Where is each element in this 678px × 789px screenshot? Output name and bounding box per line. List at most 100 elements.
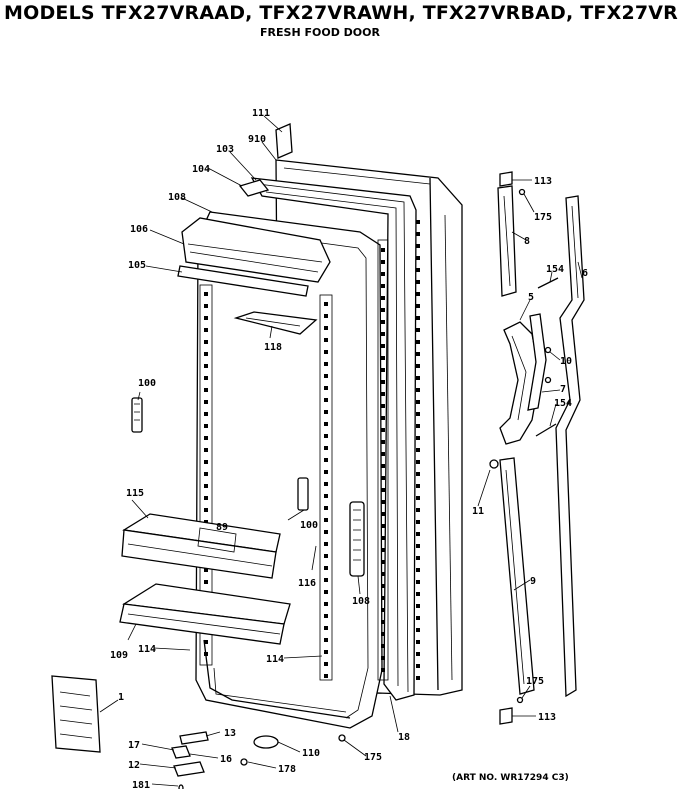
callout-5: 5	[528, 292, 534, 303]
callout-108: 108	[168, 192, 186, 203]
rail-hole	[324, 554, 328, 558]
rail-hole	[416, 436, 420, 440]
feature-label-plate	[51, 675, 101, 753]
rail-hole	[324, 458, 328, 462]
rail-hole	[324, 650, 328, 654]
callout-109: 109	[110, 650, 128, 661]
rail-hole	[381, 656, 385, 660]
handle-lower-trim	[499, 457, 535, 695]
door-handle	[499, 313, 547, 445]
rail-hole	[416, 616, 420, 620]
hinge-hardware	[171, 731, 209, 789]
rail-hole	[416, 676, 420, 680]
callout-113-top: 113	[534, 176, 552, 187]
rail-hole	[416, 292, 420, 296]
handle-long-trim	[555, 195, 585, 698]
callout-11: 11	[472, 506, 484, 517]
rail-hole	[416, 556, 420, 560]
rail-hole	[324, 542, 328, 546]
rail-hole	[324, 362, 328, 366]
callout-181: 181	[132, 780, 150, 789]
rail-hole	[381, 536, 385, 540]
rail-hole	[381, 332, 385, 336]
rail-hole	[204, 424, 208, 428]
rail-hole	[204, 496, 208, 500]
callout-175-bottom: 175	[364, 752, 382, 763]
exploded-parts-diagram: 111 910 103 104 108 106 105 118 100 115 …	[51, 108, 588, 789]
rail-hole	[416, 496, 420, 500]
handle-top-cap	[499, 171, 526, 196]
rail-hole	[324, 530, 328, 534]
callout-113-bottom: 113	[538, 712, 556, 723]
rail-hole	[416, 364, 420, 368]
rail-hole	[416, 472, 420, 476]
rail-hole	[381, 272, 385, 276]
rail-hole	[324, 422, 328, 426]
rail-hole	[416, 628, 420, 632]
clip-part-middle	[297, 477, 309, 511]
callout-104: 104	[192, 164, 210, 175]
rail-hole	[381, 668, 385, 672]
handle-upper-trim	[497, 185, 517, 297]
rail-hole	[204, 484, 208, 488]
callout-175-right: 175	[526, 676, 544, 687]
callout-labels: 111 910 103 104 108 106 105 118 100 115 …	[110, 108, 588, 789]
callout-17: 17	[128, 740, 140, 751]
rail-hole	[204, 448, 208, 452]
rail-hole	[416, 232, 420, 236]
rail-hole	[381, 284, 385, 288]
callout-100-middle: 100	[300, 520, 318, 531]
rail-hole	[381, 356, 385, 360]
rail-hole	[204, 388, 208, 392]
rail-hole	[416, 424, 420, 428]
callout-118: 118	[264, 342, 282, 353]
rail-hole	[204, 292, 208, 296]
rail-hole	[204, 460, 208, 464]
callout-8-upper: 8	[524, 236, 530, 247]
rail-hole	[204, 304, 208, 308]
rail-hole	[381, 620, 385, 624]
rail-hole	[204, 364, 208, 368]
rail-hole	[416, 220, 420, 224]
rail-hole	[204, 400, 208, 404]
door-gasket	[250, 177, 417, 701]
rail-hole	[324, 602, 328, 606]
rail-hole	[324, 434, 328, 438]
rail-hole	[324, 566, 328, 570]
callout-178: 178	[278, 764, 296, 775]
rail-hole	[324, 506, 328, 510]
rail-hole	[324, 446, 328, 450]
rail-hole	[416, 508, 420, 512]
callout-103: 103	[216, 144, 234, 155]
art-number: (ART NO. WR17294 C3)	[452, 773, 569, 783]
hinge-cam	[240, 734, 346, 766]
rail-hole	[324, 482, 328, 486]
rail-hole	[416, 340, 420, 344]
rail-hole	[204, 328, 208, 332]
rail-hole	[381, 260, 385, 264]
callout-105: 105	[128, 260, 146, 271]
leader-lines	[99, 115, 583, 787]
rail-hole	[204, 316, 208, 320]
rail-hole	[416, 592, 420, 596]
rail-hole	[381, 440, 385, 444]
rail-hole	[381, 572, 385, 576]
callout-18: 18	[398, 732, 410, 743]
callout-9: 9	[530, 576, 536, 587]
rail-hole	[416, 400, 420, 404]
rail-hole	[381, 392, 385, 396]
rail-hole	[324, 410, 328, 414]
rail-hole	[204, 340, 208, 344]
rail-hole	[324, 302, 328, 306]
callout-12: 12	[128, 760, 140, 771]
rail-hole	[416, 604, 420, 608]
rail-hole	[416, 568, 420, 572]
callout-7: 7	[560, 384, 566, 395]
rail-hole	[324, 614, 328, 618]
rail-hole	[416, 412, 420, 416]
handle-screws	[489, 277, 559, 469]
callout-108-strip: 108	[352, 596, 370, 607]
rail-hole	[381, 368, 385, 372]
page-subtitle: FRESH FOOD DOOR	[260, 26, 380, 39]
rail-hole	[416, 244, 420, 248]
